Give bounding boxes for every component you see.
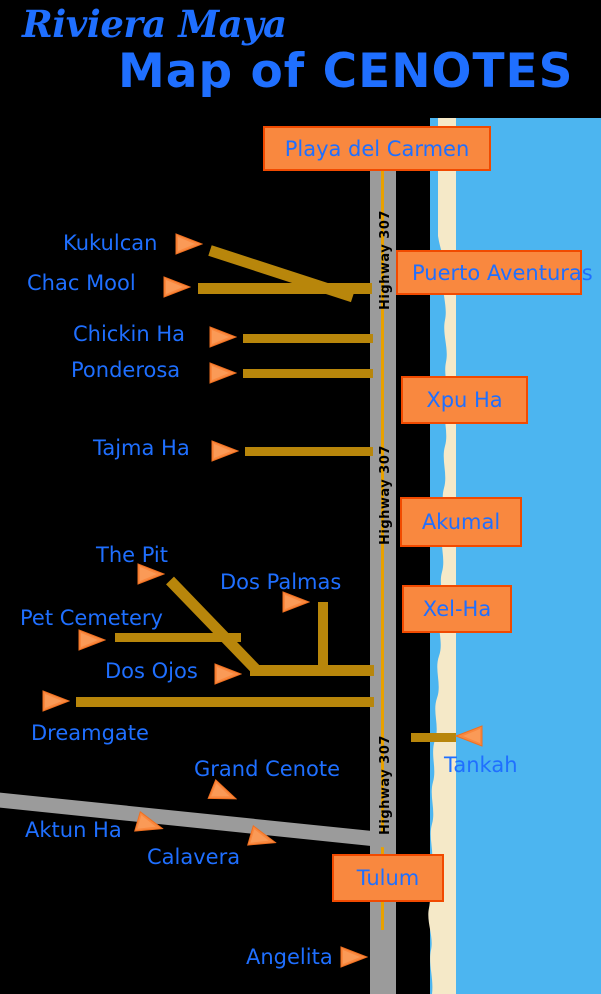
town-label: Akumal xyxy=(421,510,501,534)
highway-307-label-2: Highway 307 xyxy=(378,445,393,545)
cenote-marker-icon-aktun-ha[interactable] xyxy=(134,810,167,840)
cenote-label-kukulcan: Kukulcan xyxy=(63,231,158,255)
cenote-label-tankah: Tankah xyxy=(444,753,518,777)
cenote-marker-icon-kukulcan[interactable] xyxy=(175,233,203,255)
cenote-marker-icon-tajma-ha[interactable] xyxy=(211,440,239,462)
access-road-pet-cemetery xyxy=(115,633,241,642)
cenote-label-chickin-ha: Chickin Ha xyxy=(73,322,185,346)
access-road-chickin-ha xyxy=(243,334,373,343)
cenote-marker-icon-chickin-ha[interactable] xyxy=(209,326,237,348)
access-road-dos-palmas xyxy=(318,602,328,670)
town-box-playa-del-carmen[interactable]: Playa del Carmen xyxy=(263,126,491,171)
town-box-xel-ha[interactable]: Xel-Ha xyxy=(402,585,512,633)
subtitle-riviera-maya: Riviera Maya xyxy=(22,2,287,46)
coastline-beach xyxy=(412,118,456,994)
page-title: Map of CENOTES xyxy=(118,44,574,99)
cenote-label-dreamgate: Dreamgate xyxy=(31,721,149,745)
town-label: Xel-Ha xyxy=(422,597,492,621)
access-road-dos-ojos xyxy=(250,665,374,676)
cenote-marker-icon-dos-ojos[interactable] xyxy=(214,663,242,685)
access-road-chac-mool xyxy=(198,283,372,294)
town-label: Xpu Ha xyxy=(426,388,503,412)
cenote-marker-icon-angelita[interactable] xyxy=(340,946,368,968)
access-road-tajma-ha xyxy=(245,447,373,456)
cenote-label-chac-mool: Chac Mool xyxy=(27,271,136,295)
highway-307-centerline xyxy=(381,128,384,930)
cenote-marker-icon-ponderosa[interactable] xyxy=(209,362,237,384)
highway-307-label-1: Highway 307 xyxy=(378,210,393,310)
town-label: Tulum xyxy=(356,866,420,890)
town-box-tulum[interactable]: Tulum xyxy=(332,854,444,902)
cenote-marker-icon-chac-mool[interactable] xyxy=(163,276,191,298)
cenote-marker-icon-grand-cenote[interactable] xyxy=(207,778,241,810)
cenote-marker-icon-tankah[interactable] xyxy=(455,725,483,747)
town-box-akumal[interactable]: Akumal xyxy=(400,497,522,547)
highway-307-label-3: Highway 307 xyxy=(378,735,393,835)
cenote-label-pet-cemetery: Pet Cemetery xyxy=(20,606,163,630)
cenote-label-tajma-ha: Tajma Ha xyxy=(93,436,190,460)
cenote-label-grand-cenote: Grand Cenote xyxy=(194,757,340,781)
town-box-xpu-ha[interactable]: Xpu Ha xyxy=(401,376,528,424)
cenote-marker-icon-dos-palmas[interactable] xyxy=(282,591,310,613)
cenote-label-angelita: Angelita xyxy=(246,945,333,969)
town-label: Playa del Carmen xyxy=(284,136,470,161)
cenote-label-ponderosa: Ponderosa xyxy=(71,358,181,382)
access-road-ponderosa xyxy=(243,369,373,378)
cenote-label-dos-ojos: Dos Ojos xyxy=(105,659,198,683)
cenote-marker-icon-pet-cemetery[interactable] xyxy=(78,629,106,651)
town-label: Puerto Aventuras xyxy=(412,260,593,285)
cenote-label-dos-palmas: Dos Palmas xyxy=(220,570,342,594)
cenote-label-the-pit: The Pit xyxy=(96,543,169,567)
cenote-marker-icon-the-pit[interactable] xyxy=(137,563,165,585)
cenote-label-calavera: Calavera xyxy=(147,845,241,869)
town-box-puerto-aventuras[interactable]: Puerto Aventuras xyxy=(396,250,593,295)
cenote-label-aktun-ha: Aktun Ha xyxy=(25,818,122,842)
cenote-marker-icon-dreamgate[interactable] xyxy=(42,690,70,712)
cenote-marker-icon-calavera[interactable] xyxy=(247,824,280,854)
access-road-tankah xyxy=(411,733,456,742)
access-road-dreamgate xyxy=(76,697,374,707)
